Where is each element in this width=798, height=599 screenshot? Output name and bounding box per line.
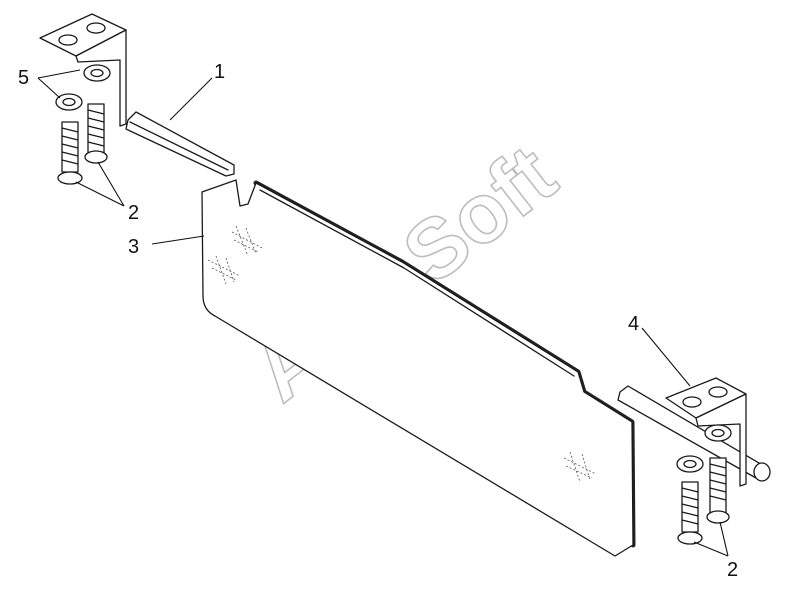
callout-3: 3 — [128, 236, 139, 258]
visor-panel — [201, 179, 636, 557]
leader-lines — [37, 69, 729, 557]
callout-2-right: 2 — [727, 559, 738, 581]
callout-5: 5 — [18, 67, 29, 89]
right-screws — [677, 457, 730, 545]
left-bracket — [39, 13, 127, 127]
left-washers — [55, 64, 111, 111]
right-washers — [676, 424, 732, 473]
callout-2-left: 2 — [128, 202, 139, 224]
callout-1: 1 — [214, 61, 225, 83]
left-rod — [125, 111, 235, 177]
right-bracket — [665, 377, 747, 487]
callout-4: 4 — [628, 313, 639, 335]
right-rod — [617, 385, 771, 482]
left-screws — [57, 103, 108, 185]
